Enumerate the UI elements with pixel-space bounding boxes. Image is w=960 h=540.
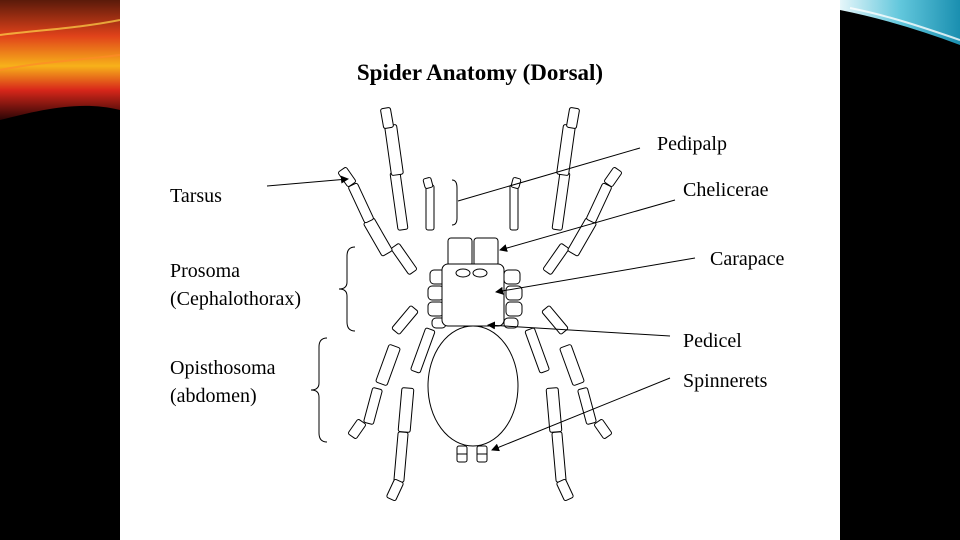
slide: Spider Anatomy (Dorsal) [120, 0, 840, 540]
opisthosoma-bracket [311, 338, 327, 442]
spinnerets-shape [457, 446, 487, 462]
leg-right-1 [552, 107, 580, 230]
pedipalp-bracket [452, 180, 457, 225]
label-spinnerets: Spinnerets [683, 367, 767, 395]
label-pedicel: Pedicel [683, 327, 742, 355]
chelicerae-shape [448, 238, 498, 266]
leg-left-1 [380, 107, 408, 230]
legs-left [338, 107, 435, 501]
label-opisthosoma: Opisthosoma [170, 354, 276, 382]
carapace-shape [442, 264, 504, 326]
legs-right [525, 107, 622, 501]
label-prosoma: Prosoma [170, 257, 240, 285]
label-carapace: Carapace [710, 245, 784, 273]
label-tarsus: Tarsus [170, 182, 222, 210]
label-prosoma-sub: (Cephalothorax) [170, 285, 301, 313]
label-chelicerae: Chelicerae [683, 176, 769, 204]
label-opisthosoma-sub: (abdomen) [170, 382, 257, 410]
theme-decoration-left [0, 0, 120, 540]
carapace-pointer [496, 258, 695, 292]
tarsus-pointer [267, 179, 348, 186]
abdomen-shape [428, 326, 518, 446]
pedipalps [423, 177, 521, 230]
prosoma-bracket [339, 247, 355, 331]
label-pedipalp: Pedipalp [657, 130, 727, 158]
theme-decoration-right [840, 0, 960, 540]
chelicerae-pointer [500, 200, 675, 250]
pedicel-pointer [488, 325, 670, 336]
